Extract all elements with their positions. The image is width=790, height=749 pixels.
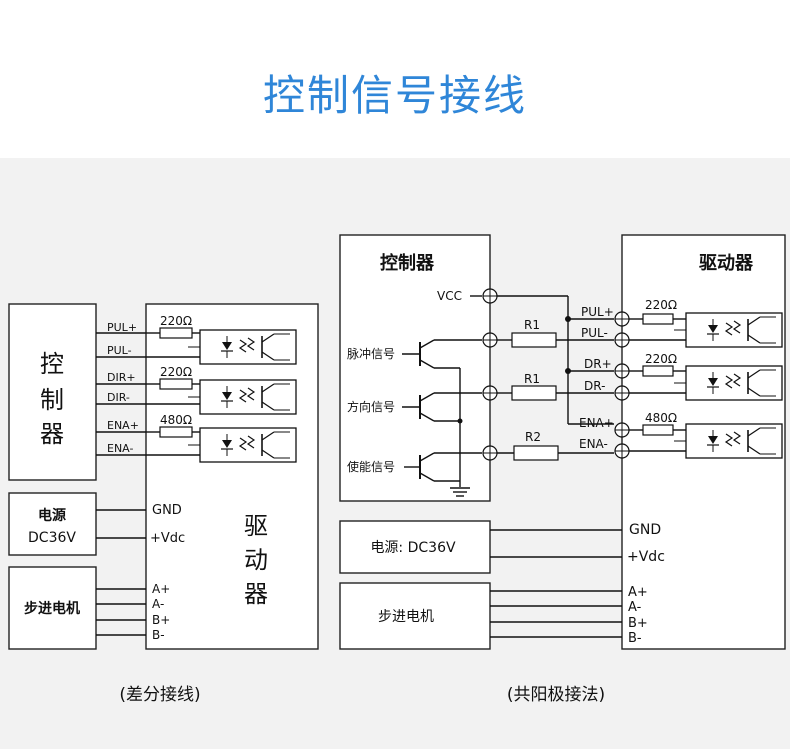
right-diagram: 控制器 驱动器 VCC 脉冲信号 方向信号 (339, 234, 786, 705)
left-motor-a-minus: A- (152, 597, 164, 611)
right-controller-title: 控制器 (380, 252, 435, 274)
left-motor-b-minus: B- (152, 628, 165, 642)
controller-terminal-2 (482, 385, 498, 401)
right-controller-box (339, 234, 491, 502)
right-resistor-2 (642, 365, 674, 377)
left-motor-a-plus: A+ (152, 582, 170, 596)
transistor-2: 方向信号 (347, 392, 482, 422)
left-resistor-1-label: 220Ω (160, 314, 192, 328)
left-driver-char-3: 器 (244, 580, 268, 608)
right-signal-pul-minus: PUL- (581, 326, 608, 340)
left-signal-ena-minus: ENA- (107, 442, 133, 455)
vcc-label: VCC (437, 289, 462, 303)
right-signal-dr-plus: DR+ (584, 357, 612, 371)
left-resistor-1 (159, 327, 193, 339)
transistor-1-label: 脉冲信号 (347, 346, 395, 361)
left-driver-box (145, 303, 319, 650)
right-motor-label: 步进电机 (378, 609, 434, 625)
left-controller-char-1: 控 (40, 350, 64, 378)
controller-terminal-1 (482, 332, 498, 348)
left-signal-pul-minus: PUL- (107, 344, 132, 357)
left-gnd-label: GND (152, 503, 182, 518)
right-driver-title: 驱动器 (699, 253, 754, 274)
right-resistor-3 (642, 424, 674, 436)
right-motor-b-plus: B+ (628, 616, 648, 631)
left-driver-char-2: 动 (244, 546, 268, 574)
right-gnd-label: GND (629, 522, 661, 538)
right-power-box (339, 520, 491, 574)
transistor-2-label: 方向信号 (347, 399, 395, 414)
left-signal-dir-plus: DIR+ (107, 371, 136, 384)
series-resistor-1 (511, 332, 557, 348)
right-resistor-1-label: 220Ω (645, 298, 677, 312)
left-diagram: 控 制 器 驱 动 器 PUL+ PUL- DIR+ DIR- ENA+ ENA… (8, 303, 319, 705)
left-power-label: 电源 (38, 507, 66, 524)
right-caption: (共阳极接法) (507, 685, 605, 705)
left-motor-label: 步进电机 (24, 600, 80, 617)
left-resistor-2-label: 220Ω (160, 365, 192, 379)
right-motor-b-minus: B- (628, 631, 642, 646)
series-resistor-3-label: R2 (525, 430, 541, 444)
left-motor-box (8, 566, 97, 650)
left-signal-dir-minus: DIR- (107, 391, 130, 404)
right-power-label: 电源: DC36V (370, 540, 456, 556)
left-power-box (8, 492, 97, 556)
right-driver-box (621, 234, 786, 650)
left-controller-char-2: 制 (40, 386, 64, 414)
series-resistor-1-label: R1 (524, 318, 540, 332)
left-controller-box (8, 303, 97, 481)
controller-terminal-3 (482, 445, 498, 461)
right-motor-a-minus: A- (628, 600, 642, 615)
right-resistor-3-label: 480Ω (645, 411, 677, 425)
right-motor-box (339, 582, 491, 650)
right-resistor-2-label: 220Ω (645, 352, 677, 366)
right-signal-ena-plus: ENA+ (579, 416, 614, 430)
left-signal-ena-plus: ENA+ (107, 419, 139, 432)
left-driver-char-1: 驱 (244, 512, 268, 540)
left-controller-char-3: 器 (40, 420, 64, 448)
left-motor-b-plus: B+ (152, 613, 170, 627)
right-signal-ena-minus: ENA- (579, 437, 608, 451)
left-signal-pul-plus: PUL+ (107, 321, 137, 334)
left-resistor-3 (159, 426, 193, 438)
left-power-value: DC36V (28, 530, 76, 546)
left-caption: (差分接线) (119, 685, 200, 705)
series-resistor-2-label: R1 (524, 372, 540, 386)
left-resistor-3-label: 480Ω (160, 413, 192, 427)
transistor-3: 使能信号 (347, 452, 482, 482)
right-vdc-label: +Vdc (627, 549, 665, 565)
series-resistor-2 (511, 385, 557, 401)
transistor-3-label: 使能信号 (347, 459, 395, 474)
right-signal-dr-minus: DR- (584, 379, 605, 393)
left-vdc-label: +Vdc (150, 531, 185, 546)
page-title: 控制信号接线 (262, 71, 527, 120)
right-signal-pul-plus: PUL+ (581, 305, 614, 319)
transistor-1: 脉冲信号 (347, 339, 482, 369)
right-motor-a-plus: A+ (628, 585, 648, 600)
left-resistor-2 (159, 378, 193, 390)
right-resistor-1 (642, 313, 674, 325)
series-resistor-3 (513, 445, 559, 461)
